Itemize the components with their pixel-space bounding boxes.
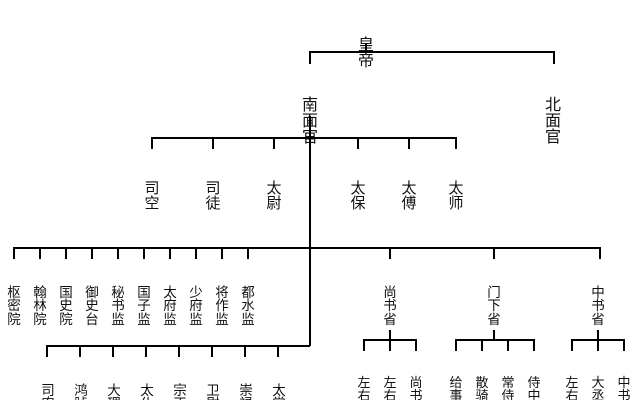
node-weiwei: 卫尉 [206,382,220,400]
node-situ: 司徒 [205,178,221,212]
connector-south-trunk [309,116,311,346]
connector-zhongshu-drop-dachengxiang [597,339,599,351]
connector-shangshu-drop-zuoyoucheng [363,339,365,351]
connector-menxia-drop-geshizhong [455,339,457,351]
connector-level3-drop-taifu [408,137,410,149]
connector-menxia-drop-sanqichang [481,339,483,351]
node-shangshuling: 尚书令 [409,376,423,400]
connector-menxia-drop-changshi [507,339,509,351]
connector-level2-drop-south [309,51,311,64]
node-sinong: 司农 [41,382,55,400]
connector-bottom-drop-taichang [277,345,279,357]
connector-menxia-stem [493,330,495,340]
connector-level4-drop-taifujian [169,247,171,259]
node-honglu: 鸿胪 [74,382,88,400]
node-taipu: 太仆 [140,382,154,400]
node-menxiasheng: 门下省 [487,284,501,329]
connector-zhongshu-drop-zhongshuling [623,339,625,351]
connector-shangshu-drop-shangshuling [415,339,417,351]
node-taifujian: 太府监 [163,284,177,329]
connector-emperor-stem [365,44,367,52]
node-mishujian: 秘书监 [111,284,125,329]
node-hanlinyuan: 翰林院 [33,284,47,329]
connector-bottom-drop-chonglu [244,345,246,357]
connector-level2-bar [309,51,555,53]
connector-level4-drop-guoshiyuan [65,247,67,259]
node-taishi: 太师 [448,178,464,212]
connector-level4-drop-yushitai [91,247,93,259]
node-shizhong: 侍中 [527,376,541,400]
connector-level4-drop-dushuijian [247,247,249,259]
connector-level3-drop-situ [212,137,214,149]
node-zhongshusheng: 中书省 [591,284,605,329]
connector-shangshu-drop-zuoyoupu [389,339,391,351]
connector-level3-drop-taiwei [273,137,275,149]
connector-zhongshu-drop-zuoyoucheng [571,339,573,351]
node-taiwei: 太尉 [266,178,282,212]
node-zuoyoucheng-zhongshu: 左右丞 [565,376,579,400]
node-zuoyoucheng-shangshu: 左右丞 [357,376,371,400]
node-taibao: 太保 [350,178,366,212]
connector-level4-drop-jiangzuojian [221,247,223,259]
connector-level4-drop-menxiasheng [493,247,495,259]
connector-bottom-drop-dali [112,345,114,357]
connector-menxia-bar [455,339,535,341]
node-shumiyuan: 枢密院 [7,284,21,329]
connector-level4-drop-shaofujian [195,247,197,259]
connector-bottom-drop-zongzheng [178,345,180,357]
node-sanqichangshi: 散骑常 [475,376,489,400]
node-zongzheng: 宗正 [173,382,187,400]
node-guoshiyuan: 国史院 [59,284,73,329]
connector-level3-drop-taishi [455,137,457,149]
connector-bottom-drop-honglu [79,345,81,357]
connector-level4-drop-mishujian [117,247,119,259]
node-guozijian: 国子监 [137,284,151,329]
connector-level4-drop-zhongshusheng [599,247,601,259]
node-dushuijian: 都水监 [241,284,255,329]
connector-zhongshu-stem [597,330,599,340]
connector-level4-drop-guozijian [143,247,145,259]
node-zuoyoupu: 左右仆 [383,376,397,400]
connector-level4-bar [13,247,601,249]
connector-level3-drop-taibao [357,137,359,149]
node-sikong: 司空 [144,178,160,212]
node-shangshusheng: 尚书省 [383,284,397,329]
connector-level4-drop-shumiyuan [13,247,15,259]
connector-bottom-drop-taipu [145,345,147,357]
connector-bottom-drop-weiwei [211,345,213,357]
connector-level2-drop-north [553,51,555,64]
connector-level3-bar [151,137,457,139]
node-taichang: 太常 [272,382,286,400]
node-yushitai: 御史台 [85,284,99,329]
connector-level4-drop-shangshusheng [389,247,391,259]
node-dachengxiang: 大丞相 [591,376,605,400]
node-changshi: 常侍 [501,376,515,400]
connector-level4-drop-hanlinyuan [39,247,41,259]
connector-level3-drop-sikong [151,137,153,149]
node-chonglu: 崇禄 [239,382,253,400]
node-taifu: 太傅 [401,178,417,212]
node-geshizhong: 给事中 [449,376,463,400]
node-north-administration: 北面官 [544,94,561,147]
node-zhongshuling: 中书令 [617,376,631,400]
connector-menxia-drop-shizhong [533,339,535,351]
node-jiangzuojian: 将作监 [215,284,229,329]
node-dali: 大理 [107,382,121,400]
connector-shangshu-stem [389,330,391,340]
node-shaofujian: 少府监 [189,284,203,329]
connector-bottom-drop-sinong [46,345,48,357]
